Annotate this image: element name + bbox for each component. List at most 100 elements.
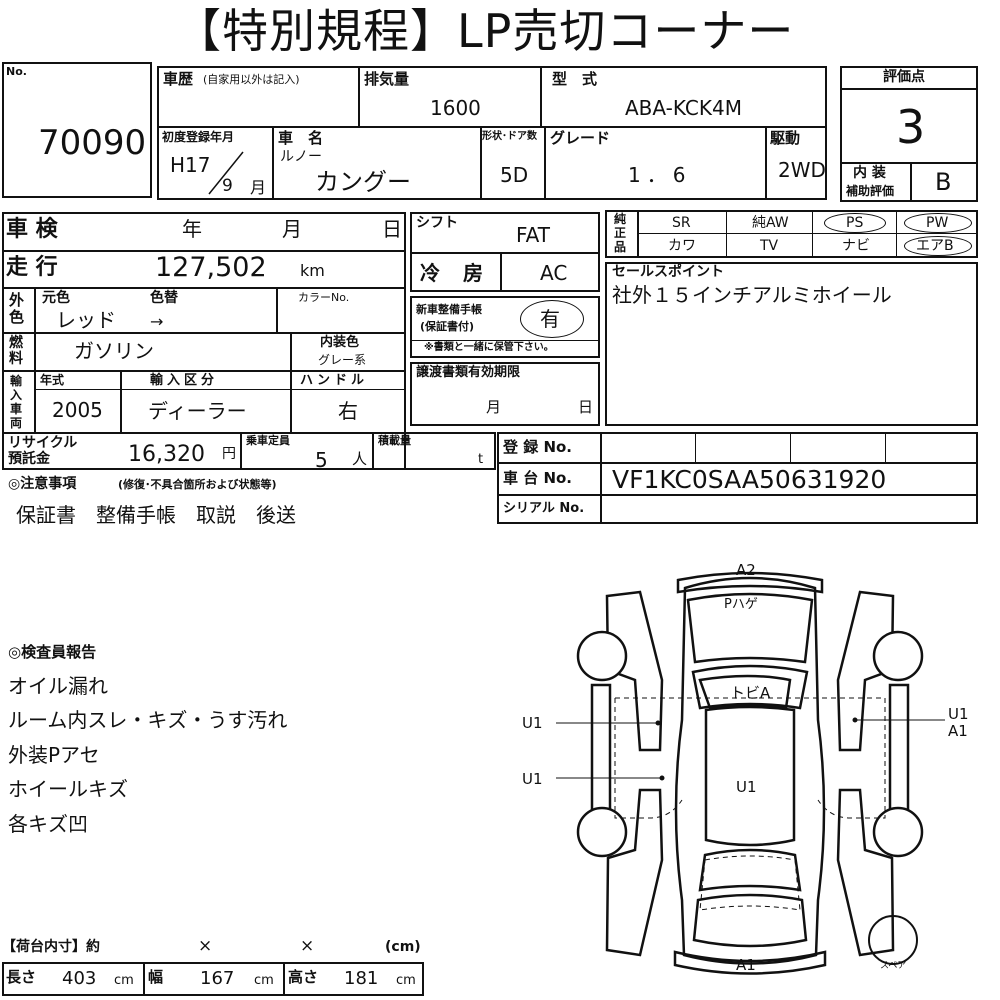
recycle-label-1: リサイクル [8, 435, 78, 451]
transfer-deadline-box [410, 362, 600, 426]
model-label: 型 式 [552, 70, 598, 88]
equipment-leather: カワ [668, 238, 696, 254]
first-registration-month-unit: 月 [250, 178, 267, 197]
equipment-power-window: PW [926, 215, 949, 231]
displacement-label: 排気量 [364, 70, 410, 88]
equipment-navigation: ナビ [842, 238, 870, 254]
capacity-value: 5 [315, 448, 328, 472]
roof [704, 705, 796, 847]
repaint-arrow: → [150, 312, 164, 331]
interior-grade-value: B [935, 168, 952, 196]
spec-table [2, 212, 406, 470]
car-name-label: 車 名 [278, 129, 324, 147]
exterior-color-label: 外色 [9, 291, 25, 326]
interior-grade-label-1: 内 装 [853, 165, 886, 181]
cargo-times-2: × [300, 936, 315, 956]
inspector-line: ルーム内スレ・キズ・うす汚れ [8, 708, 288, 732]
cargo-unit: (cm) [385, 939, 421, 955]
inspection-year-unit: 年 [182, 217, 202, 241]
inspector-line: 外装Pアセ [8, 743, 100, 767]
drive-value: 2WD [778, 158, 826, 182]
handle-label: ハンドル [300, 373, 369, 388]
inspector-line: ホイールキズ [8, 777, 128, 801]
transfer-day-unit: 日 [578, 398, 594, 416]
page-title: 【特別規程】LP売切コーナー [175, 4, 795, 58]
diagram-label-left-1: U1 [522, 714, 543, 732]
import-type-value: ディーラー [148, 399, 247, 423]
interior-dashed-outline [614, 697, 886, 819]
first-registration-month: 9 [222, 176, 233, 196]
cargo-height-value: 181 [344, 968, 379, 989]
equipment-tv: TV [760, 238, 779, 254]
doors-value: 5D [500, 163, 529, 187]
rear-window [698, 848, 802, 892]
doors-label: 形状･ドア数 [482, 131, 537, 142]
tailgate [692, 893, 808, 948]
inspector-line: 各キズ凹 [8, 812, 88, 836]
left-rear-fender [605, 788, 664, 957]
recycle-unit: 円 [222, 446, 236, 462]
fuel-value: ガソリン [74, 339, 154, 363]
equipment-alloy-wheels: 純AW [752, 215, 789, 231]
cargo-width-label: 幅 [148, 968, 164, 986]
recycle-value: 16,320 [128, 442, 205, 467]
maintenance-book-note: ※書類と一緒に保管下さい。 [424, 342, 554, 353]
capacity-unit: 人 [352, 450, 368, 468]
maintenance-book-value: 有 [540, 307, 560, 331]
original-color-value: レッド [56, 308, 116, 332]
maintenance-book-box [410, 296, 600, 358]
diagram-label-spare: スペア [880, 961, 907, 971]
first-registration-label: 初度登録年月 [162, 130, 235, 144]
inspector-line: オイル漏れ [8, 674, 108, 698]
registration-number-label: 登 録 No. [503, 438, 573, 456]
cargo-length-unit: cm [114, 973, 134, 988]
interior-color-label: 内装色 [320, 335, 360, 350]
notes-text: 保証書 整備手帳 取説 後送 [16, 503, 296, 527]
interior-grade-label-2: 補助評価 [846, 184, 895, 198]
interior-color-value: グレー系 [318, 353, 367, 367]
cargo-width-unit: cm [254, 973, 274, 988]
power-steering-circle [824, 213, 886, 233]
cargo-height-unit: cm [396, 973, 416, 988]
shift-value: FAT [516, 223, 551, 247]
diagram-label-left-2: U1 [522, 770, 543, 788]
load-label: 積載量 [378, 434, 411, 447]
cargo-times-1: × [198, 936, 213, 956]
chassis-number-value: VF1KC0SAA50631920 [612, 465, 887, 494]
serial-number-label: シリアル No. [503, 501, 585, 516]
mileage-unit: km [300, 261, 325, 280]
diagram-label-rear: A1 [736, 956, 756, 974]
original-color-label: 元色 [42, 290, 70, 306]
car-name: カングー [315, 168, 411, 196]
hood [686, 592, 814, 664]
sales-point-label: セールスポイント [612, 264, 724, 280]
maintenance-book-label-1: 新車整備手帳 [416, 303, 482, 316]
model-year-value: 2005 [52, 398, 103, 422]
front-bumper [676, 571, 824, 594]
load-unit: t [478, 452, 484, 467]
history-label: 車歴 [163, 70, 194, 88]
airbag-circle [904, 236, 972, 256]
fuel-label: 燃料 [9, 335, 23, 367]
first-registration-year: H17 [170, 153, 211, 177]
cargo-dimensions-box [2, 962, 424, 996]
stock-number-box [2, 62, 152, 198]
stock-number: 70090 [38, 123, 147, 163]
cargo-width-value: 167 [200, 968, 235, 989]
mileage-value: 127,502 [155, 252, 267, 283]
score-label: 評価点 [883, 69, 925, 85]
import-type-label: 輸入区分 [150, 373, 219, 388]
model-year-label: 年式 [40, 373, 65, 387]
score-box [840, 66, 978, 202]
equipment-sunroof: SR [672, 215, 691, 231]
notes-sub: (修復･不具合箇所および状態等) [118, 478, 277, 491]
diagram-label-roof: トビA [730, 684, 771, 702]
handle-value: 右 [338, 399, 358, 423]
stock-number-label: No. [6, 65, 27, 78]
roof-panel [698, 674, 792, 710]
inspection-day-unit: 日 [382, 217, 402, 241]
inspector-report-label: ◎検査員報告 [8, 643, 97, 661]
capacity-label: 乗車定員 [246, 434, 290, 447]
cargo-length-value: 403 [62, 968, 97, 989]
cargo-label: 【荷台内寸】約 [2, 939, 100, 955]
